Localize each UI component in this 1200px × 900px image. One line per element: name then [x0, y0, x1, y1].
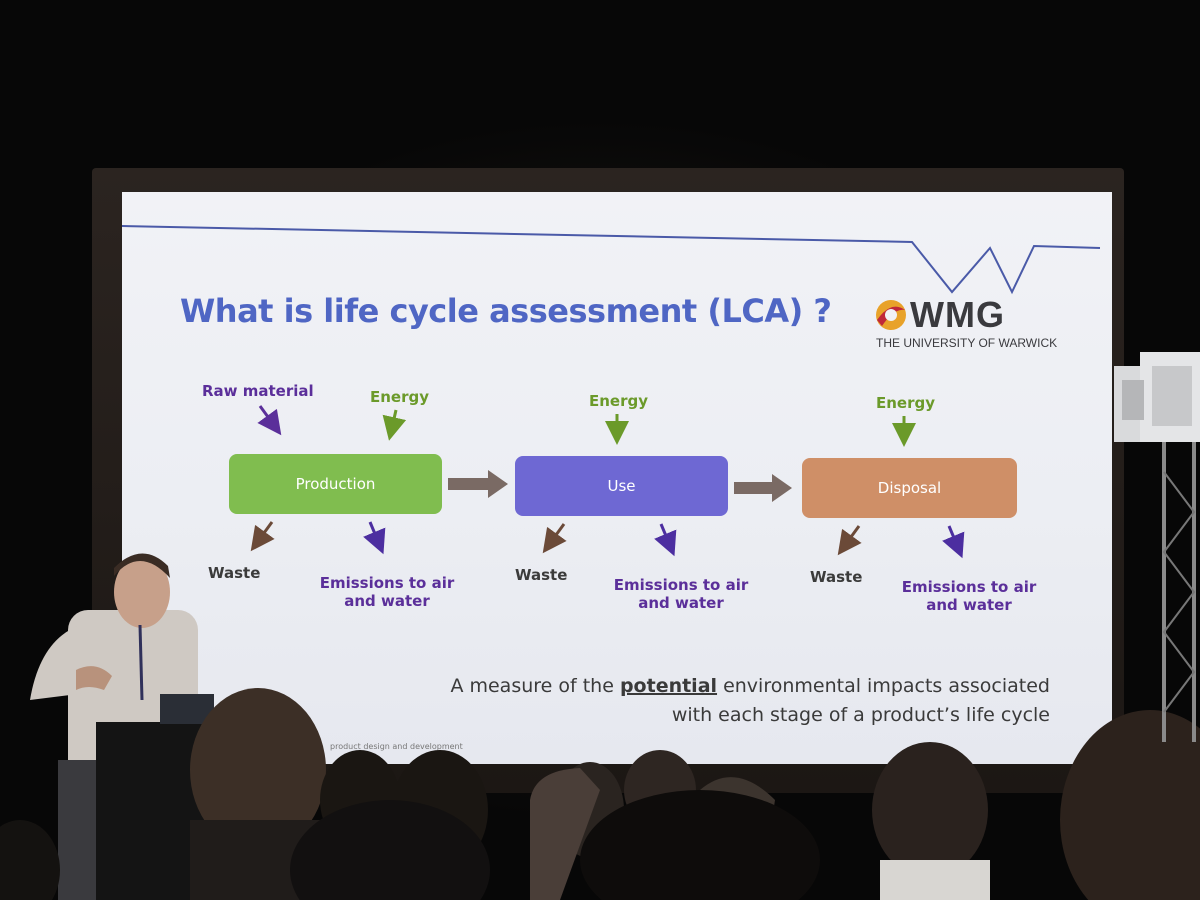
emissions-arrow-2 [654, 523, 677, 557]
logo-subtitle: THE UNIVERSITY OF WARWICK [876, 336, 1058, 350]
slide-caption: A measure of the potential environmental… [450, 672, 1050, 730]
raw-material-arrow [257, 405, 282, 436]
emissions-arrow-3 [942, 525, 965, 559]
slide: What is life cycle assessment (LCA) ? WM… [122, 192, 1112, 764]
slide-footer: product design and development [330, 742, 463, 751]
stage-truss [1114, 352, 1200, 742]
stage-production: Production [229, 454, 442, 514]
emissions-label-3-line2: and water [926, 596, 1012, 614]
caption-prefix: A measure of the [450, 675, 620, 697]
energy-label-3: Energy [876, 394, 936, 412]
emissions-label-1-line1: Emissions to air [319, 574, 455, 592]
slide-decoration [122, 225, 1101, 559]
audience-heads [0, 688, 1200, 900]
slide-title: What is life cycle assessment (LCA) ? [180, 292, 832, 330]
energy-label-2: Energy [589, 392, 649, 410]
waste-arrow-1 [250, 521, 275, 552]
caption-line-2: with each stage of a product’s life cycl… [671, 704, 1050, 726]
waste-label-2: Waste [515, 566, 568, 584]
waste-label-1: Waste [208, 564, 261, 582]
emissions-label-2-line1: Emissions to air [613, 576, 749, 594]
energy-arrow-1 [382, 409, 407, 441]
emissions-label-2: Emissions to air and water [606, 576, 756, 612]
caption-suffix: environmental impacts associated [717, 675, 1050, 697]
raw-material-label: Raw material [202, 382, 314, 400]
emissions-label-1-line2: and water [344, 592, 430, 610]
flow-arrow-1 [448, 470, 508, 498]
energy-label-1: Energy [370, 388, 430, 406]
caption-line-1: A measure of the potential environmental… [450, 672, 1050, 701]
wmg-emblem-icon [876, 300, 906, 330]
stage-disposal: Disposal [802, 458, 1017, 518]
waste-arrow-3 [837, 525, 862, 556]
waste-arrow-2 [542, 523, 567, 554]
emissions-label-3: Emissions to air and water [894, 578, 1044, 614]
header-line [122, 225, 1101, 295]
caption-emphasis: potential [619, 675, 718, 697]
emissions-label-2-line2: and water [638, 594, 724, 612]
logo-wordmark: WMG [910, 294, 1005, 335]
waste-label-3: Waste [810, 568, 863, 586]
flow-arrow-2 [734, 474, 792, 502]
emissions-label-1: Emissions to air and water [312, 574, 462, 610]
emissions-label-3-line1: Emissions to air [901, 578, 1037, 596]
emissions-arrow-1 [363, 521, 386, 555]
stage-use: Use [515, 456, 728, 516]
wmg-logo: WMG THE UNIVERSITY OF WARWICK [874, 294, 1064, 354]
